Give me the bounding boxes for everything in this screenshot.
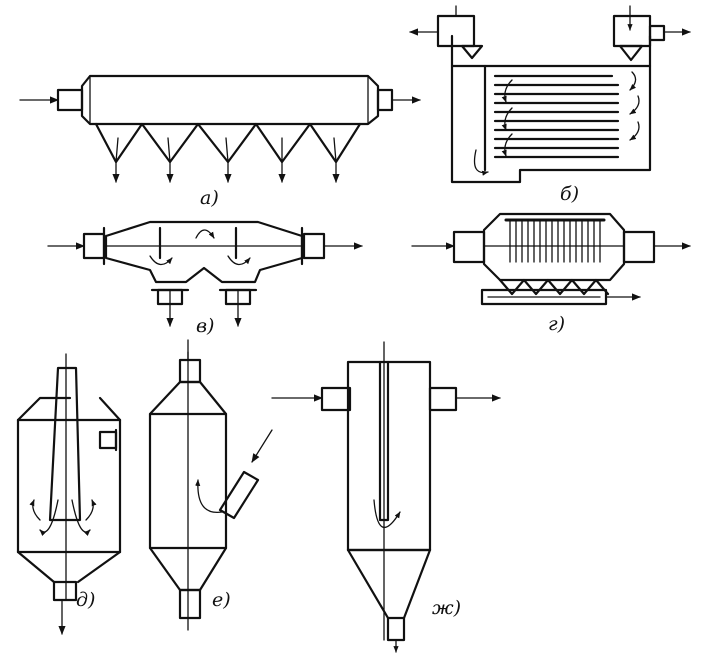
label-a: а) — [200, 187, 219, 209]
apparatus-e: е) — [148, 339, 273, 631]
bottom-outlet-zh — [386, 616, 406, 642]
left-top-box-b — [436, 14, 476, 48]
bottom-cone-d — [16, 550, 122, 584]
plates-g — [509, 219, 601, 263]
chamber-body-a — [80, 74, 380, 126]
label-g: г) — [548, 313, 565, 335]
top-cone-d — [16, 396, 122, 422]
apparatus-d: д) — [16, 353, 122, 635]
label-v: в) — [196, 315, 214, 337]
left-valve-b — [460, 44, 484, 60]
apparatus-v: в) — [47, 220, 363, 337]
shelves-b — [493, 74, 620, 159]
label-e: е) — [212, 589, 231, 611]
top-outlet-e — [178, 358, 202, 384]
outlet-pipe-g — [622, 230, 656, 264]
central-tube-d — [48, 366, 82, 522]
apparatus-b: б) — [409, 5, 691, 205]
inlet-pipe-e — [218, 470, 260, 520]
label-zh: ж) — [432, 597, 461, 619]
apparatus-a: а) — [19, 74, 421, 209]
apparatus-zh: ж) — [271, 341, 501, 653]
chamber-body-v — [104, 220, 304, 284]
bottom-outlet-d — [52, 580, 78, 602]
inlet-pipe-zh — [320, 386, 352, 412]
chamber-walls-b — [450, 34, 652, 184]
side-outlet-d — [98, 430, 118, 450]
apparatus-g: г) — [411, 212, 691, 335]
hoppers-g — [498, 278, 610, 296]
outlet-pipe-zh — [428, 386, 458, 412]
label-b: б) — [560, 183, 579, 205]
inlet-pipe-v — [82, 232, 106, 260]
label-d: д) — [76, 589, 95, 611]
bottom-outlet-e — [178, 588, 202, 620]
inlet-pipe-g — [452, 230, 486, 264]
outlet-pipe-a — [376, 88, 394, 112]
right-top-box-b — [612, 14, 652, 48]
cone-zh — [346, 548, 432, 620]
right-valve-b — [618, 44, 644, 62]
chamber-body-g — [482, 212, 626, 282]
inlet-pipe-a — [56, 88, 84, 112]
outlet-pipe-v — [302, 232, 326, 260]
